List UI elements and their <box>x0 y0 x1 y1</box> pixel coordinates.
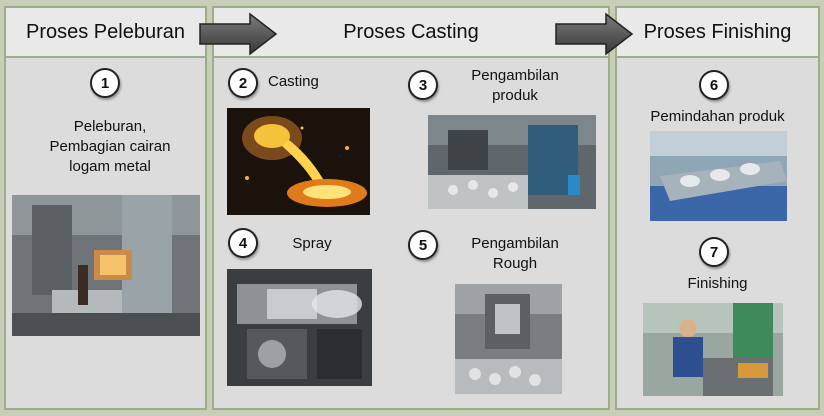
photo-product-transfer <box>650 131 787 221</box>
step-number-badge: 7 <box>699 237 729 267</box>
step-number-badge: 5 <box>408 230 438 260</box>
photo-product-retrieval <box>428 115 596 209</box>
flow-arrow-right-icon <box>555 12 634 56</box>
photo-spray <box>227 269 372 386</box>
photo-finishing <box>643 303 783 396</box>
step-number-badge: 1 <box>90 68 120 98</box>
flow-arrow-right-icon <box>199 12 278 56</box>
section-title: Proses Finishing <box>617 8 818 58</box>
step-number-badge: 3 <box>408 70 438 100</box>
step-number-badge: 2 <box>228 68 258 98</box>
section-title: Proses Peleburan <box>6 8 205 58</box>
step-label: Peleburan, Pembagian cairan logam metal <box>49 118 171 175</box>
step-number-badge: 6 <box>699 70 729 100</box>
step-label: Spray <box>292 235 332 252</box>
step-label: Pemindahan produk <box>650 108 785 125</box>
step-label: Pengambilan Rough <box>471 235 559 272</box>
step-number-badge: 4 <box>228 228 258 258</box>
step-label: Finishing <box>687 275 748 292</box>
step-label: Pengambilan produk <box>471 67 559 104</box>
photo-casting <box>227 108 370 215</box>
section-title: Proses Casting <box>214 8 608 58</box>
step-label: Casting <box>268 73 319 90</box>
photo-rough-retrieval <box>455 284 562 394</box>
photo-melting-furnace <box>12 195 200 336</box>
